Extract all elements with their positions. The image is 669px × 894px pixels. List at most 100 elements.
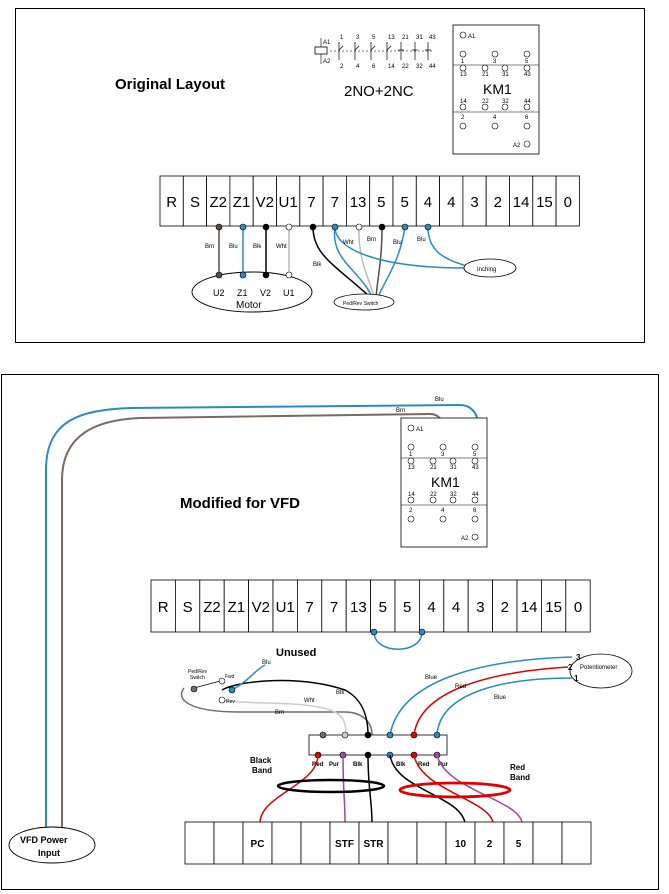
terminal-mod-label-17: 0 xyxy=(574,599,582,616)
contactor-name: KM1 xyxy=(431,474,460,490)
red-band-line2: Band xyxy=(510,773,530,782)
contactor-row3-2: 32 xyxy=(502,99,509,105)
vfd-terminal-label-6: STR xyxy=(364,839,385,850)
terminal-orig-label-10: 5 xyxy=(400,194,408,211)
vfd-terminal-label-2: PC xyxy=(251,839,265,850)
contactor-row2-0: 13 xyxy=(408,465,415,471)
vfd-terminal-cell xyxy=(329,821,360,865)
inching-switch: Inching xyxy=(463,258,517,278)
wire-label-blu-2: Blu xyxy=(393,240,402,246)
contact-bottom-num-0: 2 xyxy=(340,64,344,70)
contactor-row2-0: 13 xyxy=(460,72,467,78)
vfd-power-line1: VFD Power xyxy=(20,835,68,845)
strip-top-dot xyxy=(319,731,327,739)
unused-label: Unused xyxy=(276,647,316,659)
motor-term-z1: Z1 xyxy=(237,288,248,298)
wire-label-blu-sw: Blu xyxy=(262,660,271,666)
terminal-mod-label-7: 7 xyxy=(330,599,338,616)
mid-label-3: Blk xyxy=(396,762,406,768)
terminal-orig-label-3: Z1 xyxy=(233,194,251,211)
vfd-terminal-cell xyxy=(445,821,476,865)
switch-fwd-label: Fwd xyxy=(225,674,235,680)
contactor-terminal xyxy=(439,515,447,523)
pot-wires xyxy=(389,656,573,736)
wire-label-brn-1: Brn xyxy=(205,244,214,250)
switch-label-line2: Switch xyxy=(190,675,205,681)
terminal-mod-label-6: 7 xyxy=(305,599,313,616)
terminal-mod-label-12: 4 xyxy=(452,599,460,616)
terminal-mod-label-15: 14 xyxy=(521,599,538,616)
contactor-terminal xyxy=(471,533,479,541)
contactor-row3-1: 22 xyxy=(482,99,489,105)
contactor-a1-label: A1 xyxy=(416,427,424,433)
switch-label-line1: Ped/Rev xyxy=(188,669,208,675)
terminal-mod-label-3: Z1 xyxy=(228,599,246,616)
terminal-mod-cell xyxy=(223,579,249,633)
original-layout-panel xyxy=(15,8,645,343)
contactor-row3-0: 14 xyxy=(408,492,415,498)
strip-top-dot xyxy=(364,731,372,739)
ped-rev-switch-label: Ped/Rev Switch xyxy=(343,301,379,307)
motor-term-u2: U2 xyxy=(213,288,225,298)
vfd-power-line2: Input xyxy=(38,848,60,858)
terminal-orig-label-12: 4 xyxy=(447,194,455,211)
vfd-terminal-cell xyxy=(387,821,418,865)
terminal-mod-cell xyxy=(492,579,518,633)
terminal-mod-label-9: 5 xyxy=(379,599,387,616)
terminal-mod-cell xyxy=(418,579,445,633)
contactor-row1-1: 3 xyxy=(493,59,497,65)
wire-terminal-dot xyxy=(331,223,339,231)
terminal-mod-label-0: R xyxy=(158,599,169,616)
contactor-terminal xyxy=(471,443,479,451)
contact-top-num-1: 3 xyxy=(356,35,360,41)
contact-top-num-4: 21 xyxy=(402,35,409,41)
wire-terminal-dot xyxy=(262,223,270,231)
terminal-mod-cell xyxy=(467,579,494,633)
vfd-terminal-cell xyxy=(532,821,563,865)
terminal-mod-cell xyxy=(516,579,542,633)
contact-bottom-num-1: 4 xyxy=(356,64,360,70)
motor-label: Motor xyxy=(236,300,262,311)
terminal-orig-label-16: 15 xyxy=(536,194,553,211)
strip-top-dot xyxy=(386,731,394,739)
strip-top-dot xyxy=(433,731,441,739)
ped-rev-switch-bottom: Ped/Rev Switch Fwd Rev Blu Blk Wht Brn xyxy=(180,660,373,736)
wire-label-blue-pot1: Blue xyxy=(494,695,507,701)
wire-label-blk-1: Blk xyxy=(253,244,262,250)
contact-bottom-num-6: 44 xyxy=(429,64,436,70)
wire-label-blk-sw: Blk xyxy=(336,690,345,696)
contactor-row2-1: 21 xyxy=(482,72,489,78)
black-band-line2: Band xyxy=(252,766,272,775)
wire-terminal-dot xyxy=(309,223,317,231)
contactor-row4-1: 4 xyxy=(441,508,445,514)
wire-label-blu-top: Blu xyxy=(435,397,444,403)
wire-label-wht-sw: Wht xyxy=(304,698,315,704)
wire-terminal-dot xyxy=(239,223,247,231)
contactor-terminal xyxy=(523,140,531,148)
contactor-row3-0: 14 xyxy=(460,99,467,105)
motor-term-u1: U1 xyxy=(283,288,295,298)
red-band-line1: Red xyxy=(510,763,525,772)
contactor-a2-label: A2 xyxy=(461,536,469,542)
pot-pin-2: 2 xyxy=(568,663,573,672)
wire-terminal-dot xyxy=(401,223,409,231)
wire-label-blk-2: Blk xyxy=(313,262,322,268)
contactor-terminal xyxy=(459,103,467,111)
terminal-orig-label-11: 4 xyxy=(424,194,432,211)
contactor-terminal xyxy=(449,457,457,465)
strip-top-dot xyxy=(341,731,349,739)
contactor-row4-0: 2 xyxy=(461,115,465,121)
terminal-mod-label-4: V2 xyxy=(252,599,270,616)
contactor-row2-2: 31 xyxy=(450,465,457,471)
contactor-terminal xyxy=(449,496,457,504)
vfd-terminal-cell xyxy=(358,821,389,865)
contactor-terminal xyxy=(407,515,415,523)
contactor-name: KM1 xyxy=(483,81,512,97)
wire-label-brn-top: Brn xyxy=(396,408,405,414)
jumper-5-4 xyxy=(370,628,426,650)
contactor-row3-3: 44 xyxy=(472,492,479,498)
contactor-row2-3: 43 xyxy=(524,72,531,78)
contactor-terminal xyxy=(481,103,489,111)
contact-top-num-2: 5 xyxy=(372,35,376,41)
